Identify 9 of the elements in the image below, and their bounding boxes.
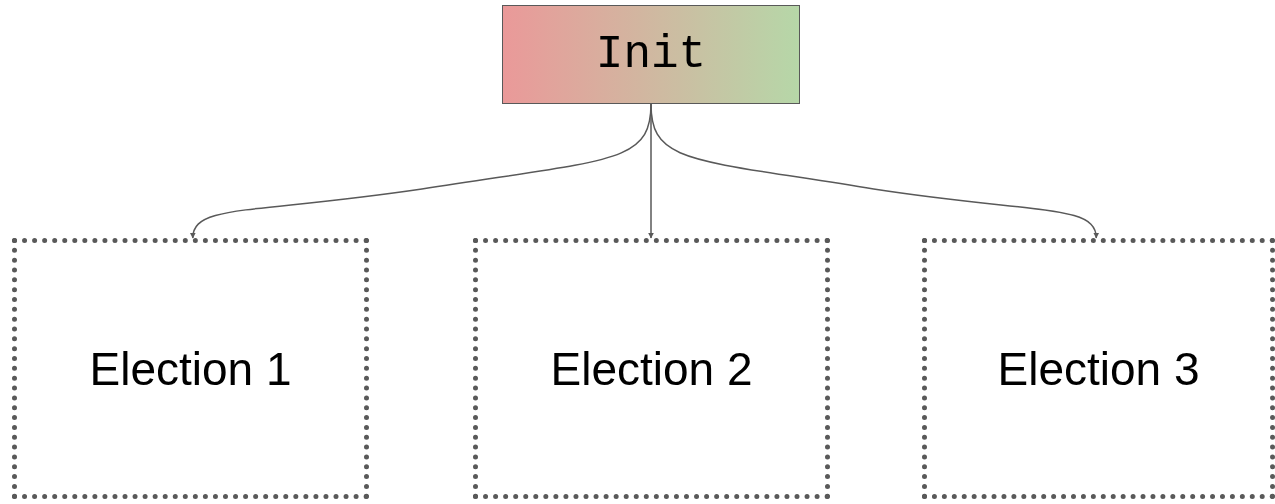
arrow: [650, 103, 1099, 239]
node-label: Election 2: [550, 341, 753, 396]
node-label: Init: [595, 28, 707, 81]
dotted-box: [12, 238, 369, 499]
node-label: Election 3: [997, 341, 1200, 396]
start-box: [502, 5, 800, 104]
dotted-box: [922, 238, 1275, 499]
dotted-box: [473, 238, 830, 499]
node-label: Election 1: [89, 341, 292, 396]
